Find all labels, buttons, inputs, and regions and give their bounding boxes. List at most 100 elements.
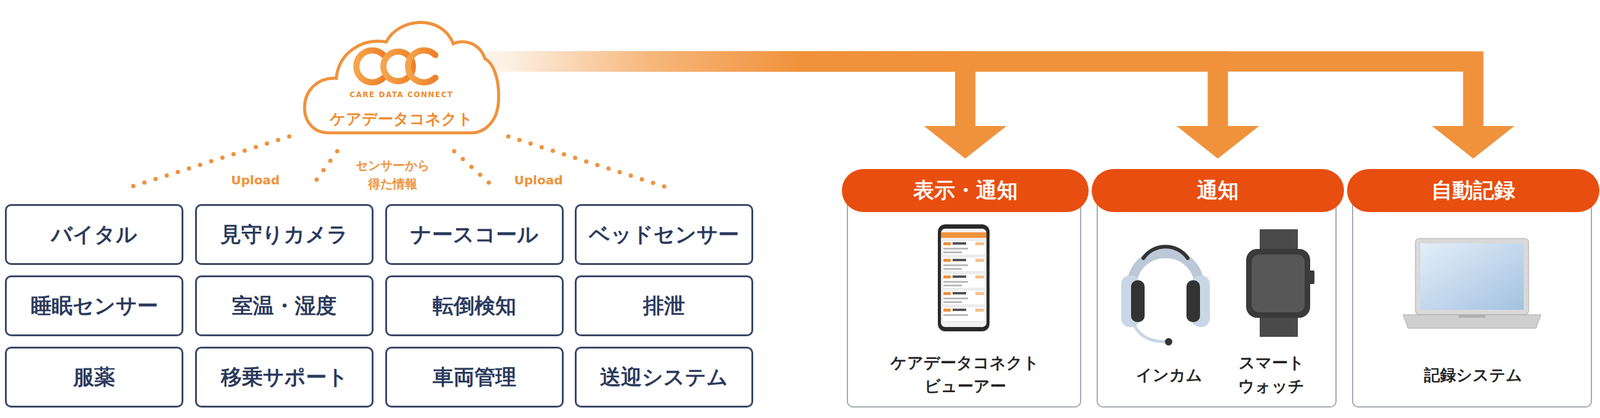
output-panel: インカムスマート ウォッチ通知	[1096, 188, 1337, 408]
arrow-connector	[486, 61, 1260, 159]
arrow-shaft	[486, 61, 1474, 127]
smartphone-illustration-part	[952, 242, 967, 245]
smartwatch-illustration	[1246, 229, 1315, 338]
smartphone-illustration-part	[943, 259, 951, 263]
smartphone-illustration-part	[943, 268, 962, 271]
arrow-head	[1176, 126, 1260, 159]
node-text: 服薬	[73, 363, 116, 392]
node-text: 通知	[1196, 176, 1239, 205]
smartphone-illustration-part	[942, 240, 986, 256]
smartphone-illustration-part	[943, 284, 962, 287]
smartphone-illustration-part	[952, 259, 967, 262]
arrow-connector	[486, 61, 1515, 159]
headset-illustration-part	[1164, 338, 1173, 346]
smartphone-illustration-part	[943, 281, 968, 284]
label-text: Upload	[507, 171, 570, 190]
arrow-head	[924, 126, 1007, 159]
sensor-box: バイタル	[4, 204, 184, 266]
smartphone-illustration-part	[937, 224, 990, 332]
laptop-illustration-part	[1403, 315, 1541, 329]
output-panel: 記録システム自動記録	[1352, 188, 1592, 408]
smartphone-illustration-part	[943, 248, 968, 250]
smartphone-illustration-part	[943, 264, 968, 267]
node-text: 移乗サポート	[220, 363, 349, 392]
node-text: 送迎システム	[600, 363, 728, 392]
smartphone-illustration-part	[942, 273, 986, 289]
headset-illustration-part	[1143, 246, 1188, 259]
smartphone-illustration-part	[943, 251, 962, 254]
sensor-box: ベッドセンサー	[574, 204, 754, 266]
node-text: ケアデータコネクト	[300, 108, 503, 130]
sensor-box: ナースコール	[385, 204, 564, 266]
sensor-box: 排泄	[574, 275, 754, 337]
smartwatch-illustration-part	[1308, 270, 1315, 285]
sensor-box: 送迎システム	[574, 347, 754, 408]
cloud-node: CARE DATA CONNECT ケアデータコネクト	[300, 10, 503, 138]
smartphone-illustration-part	[940, 228, 987, 328]
smartphone-illustration-part	[942, 307, 986, 322]
cdc-logo-part	[408, 50, 436, 83]
smartphone-illustration-part	[943, 308, 951, 312]
laptop-illustration-part	[1458, 315, 1486, 319]
node-text: 睡眠センサー	[30, 292, 159, 321]
smartphone-illustration-part	[952, 292, 967, 295]
smartphone-illustration-part	[943, 297, 968, 300]
sensor-box: 移乗サポート	[195, 347, 374, 408]
smartphone-illustration-part	[940, 232, 987, 239]
smartphone-illustration-part	[952, 275, 967, 279]
smartphone-illustration	[937, 224, 990, 332]
smartphone-illustration-part	[943, 242, 951, 246]
smartphone-illustration-part	[942, 290, 986, 306]
smartphone-illustration-part	[943, 301, 962, 304]
smartphone-illustration-part	[975, 242, 984, 246]
cdc-logo	[356, 50, 436, 83]
smartwatch-illustration-part	[1246, 249, 1311, 319]
node-text: ナースコール	[410, 220, 539, 250]
sensor-box: 見守りカメラ	[195, 204, 374, 266]
laptop-illustration-part	[1415, 238, 1529, 316]
node-text: 転倒検知	[432, 292, 517, 321]
smartphone-illustration-part	[942, 257, 986, 272]
sensor-box: 睡眠センサー	[4, 275, 184, 337]
smartphone-illustration-part	[943, 314, 968, 317]
arrow-head	[1432, 126, 1515, 159]
arrow-connector	[486, 61, 1007, 159]
header-pill: 自動記録	[1347, 169, 1600, 213]
headset-illustration	[1121, 246, 1210, 346]
dotted-upload-line-part	[311, 151, 338, 188]
sensor-box: 転倒検知	[385, 275, 564, 337]
headset-illustration-part	[1131, 280, 1145, 323]
label-text: センサーから 得た情報	[352, 156, 433, 194]
smartwatch-illustration-part	[1259, 312, 1298, 338]
node-text: 室温・湿度	[232, 292, 337, 321]
dotted-upload-line-part	[454, 151, 494, 188]
header-pill: 表示・通知	[841, 169, 1089, 213]
node-text: 記録システム	[1380, 363, 1566, 388]
node-text: ケアデータコネクト ビューアー	[872, 351, 1058, 399]
cdc-logo-part	[383, 51, 413, 82]
smartphone-illustration-part	[975, 308, 984, 312]
node-text: インカム	[1120, 363, 1219, 388]
node-text: 車両管理	[432, 363, 517, 392]
node-text: 自動記録	[1431, 176, 1516, 205]
laptop-illustration-part	[1420, 243, 1524, 311]
node-text: CARE DATA CONNECT	[300, 90, 503, 100]
node-text: 表示・通知	[913, 176, 1018, 205]
sensor-box: 室温・湿度	[195, 275, 374, 337]
node-text: 見守りカメラ	[220, 220, 349, 250]
smartphone-illustration-part	[975, 292, 984, 296]
smartphone-illustration-part	[943, 292, 951, 296]
sensor-box: 車両管理	[385, 347, 564, 408]
node-text: バイタル	[51, 220, 138, 250]
smartphone-illustration-part	[952, 308, 967, 312]
smartphone-illustration-part	[975, 259, 984, 263]
node-text: スマート ウォッチ	[1228, 351, 1315, 399]
headset-illustration-part	[1121, 275, 1140, 328]
sensor-box: 服薬	[4, 347, 184, 408]
node-text: ベッドセンサー	[588, 220, 740, 250]
headset-illustration-part	[1131, 253, 1200, 291]
smartphone-illustration-part	[943, 275, 951, 279]
headset-illustration-part	[1191, 275, 1210, 328]
